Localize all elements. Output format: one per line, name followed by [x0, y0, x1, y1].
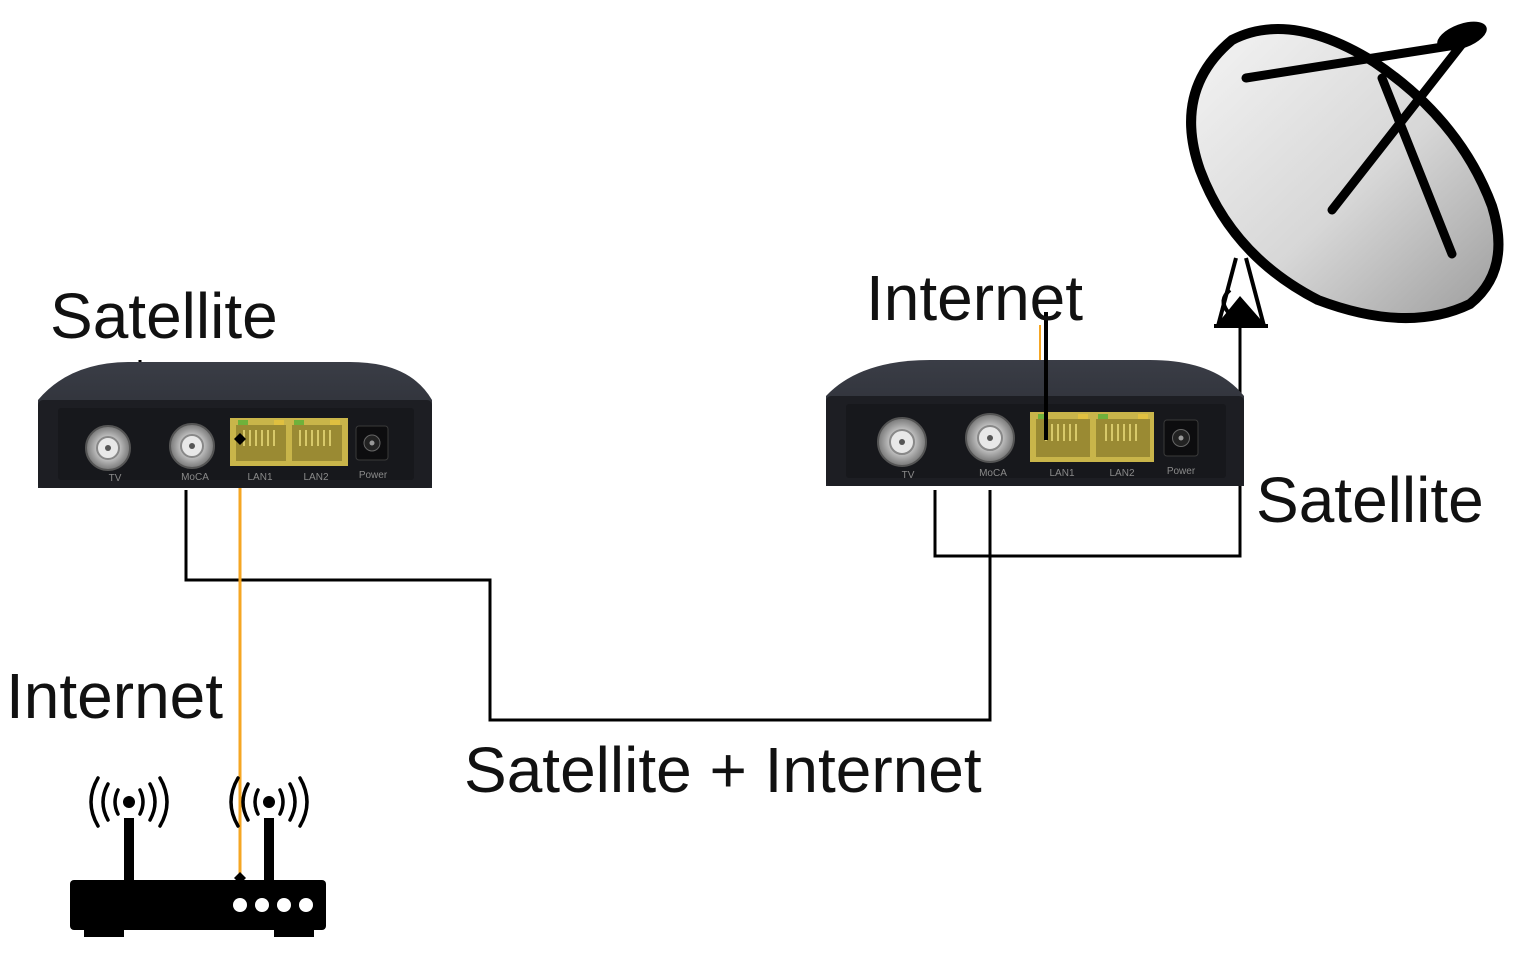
moca-port-right: [965, 413, 1015, 463]
moca-port-left: [169, 423, 215, 469]
lan-ports-right: [1030, 412, 1154, 462]
lan-ports-left: [230, 418, 348, 466]
power-port-right: [1163, 419, 1199, 457]
port-label-left: LAN1: [247, 472, 272, 483]
port-label-right: LAN2: [1109, 468, 1134, 479]
moca-adapter-right: TV MoCA LAN1 LAN2 Power: [826, 360, 1244, 486]
coax-cable-combined: [184, 490, 992, 722]
moca-adapter-left: TV MoCA LAN1 LAN2 Power: [38, 362, 432, 488]
label-internet-left: Internet: [6, 660, 224, 732]
tv-port-left: [85, 425, 131, 471]
port-label-right: Power: [1167, 466, 1196, 477]
port-label-left: LAN2: [303, 472, 328, 483]
label-satellite-right: Satellite: [1256, 464, 1484, 536]
port-label-right: TV: [902, 470, 915, 481]
port-label-left: Power: [359, 470, 388, 481]
label-satellite-plus-internet: Satellite + Internet: [464, 734, 982, 806]
port-label-left: TV: [109, 473, 122, 484]
wifi-router-icon: [70, 776, 326, 937]
label-satellite-left: Satellite: [50, 280, 278, 352]
label-internet-right: Internet: [866, 262, 1084, 334]
port-label-right: MoCA: [979, 468, 1007, 479]
port-label-right: LAN1: [1049, 468, 1074, 479]
power-port-left: [355, 425, 389, 461]
tv-port-right: [877, 417, 927, 467]
satellite-dish-icon: [1186, 21, 1504, 328]
port-label-left: MoCA: [181, 472, 209, 483]
